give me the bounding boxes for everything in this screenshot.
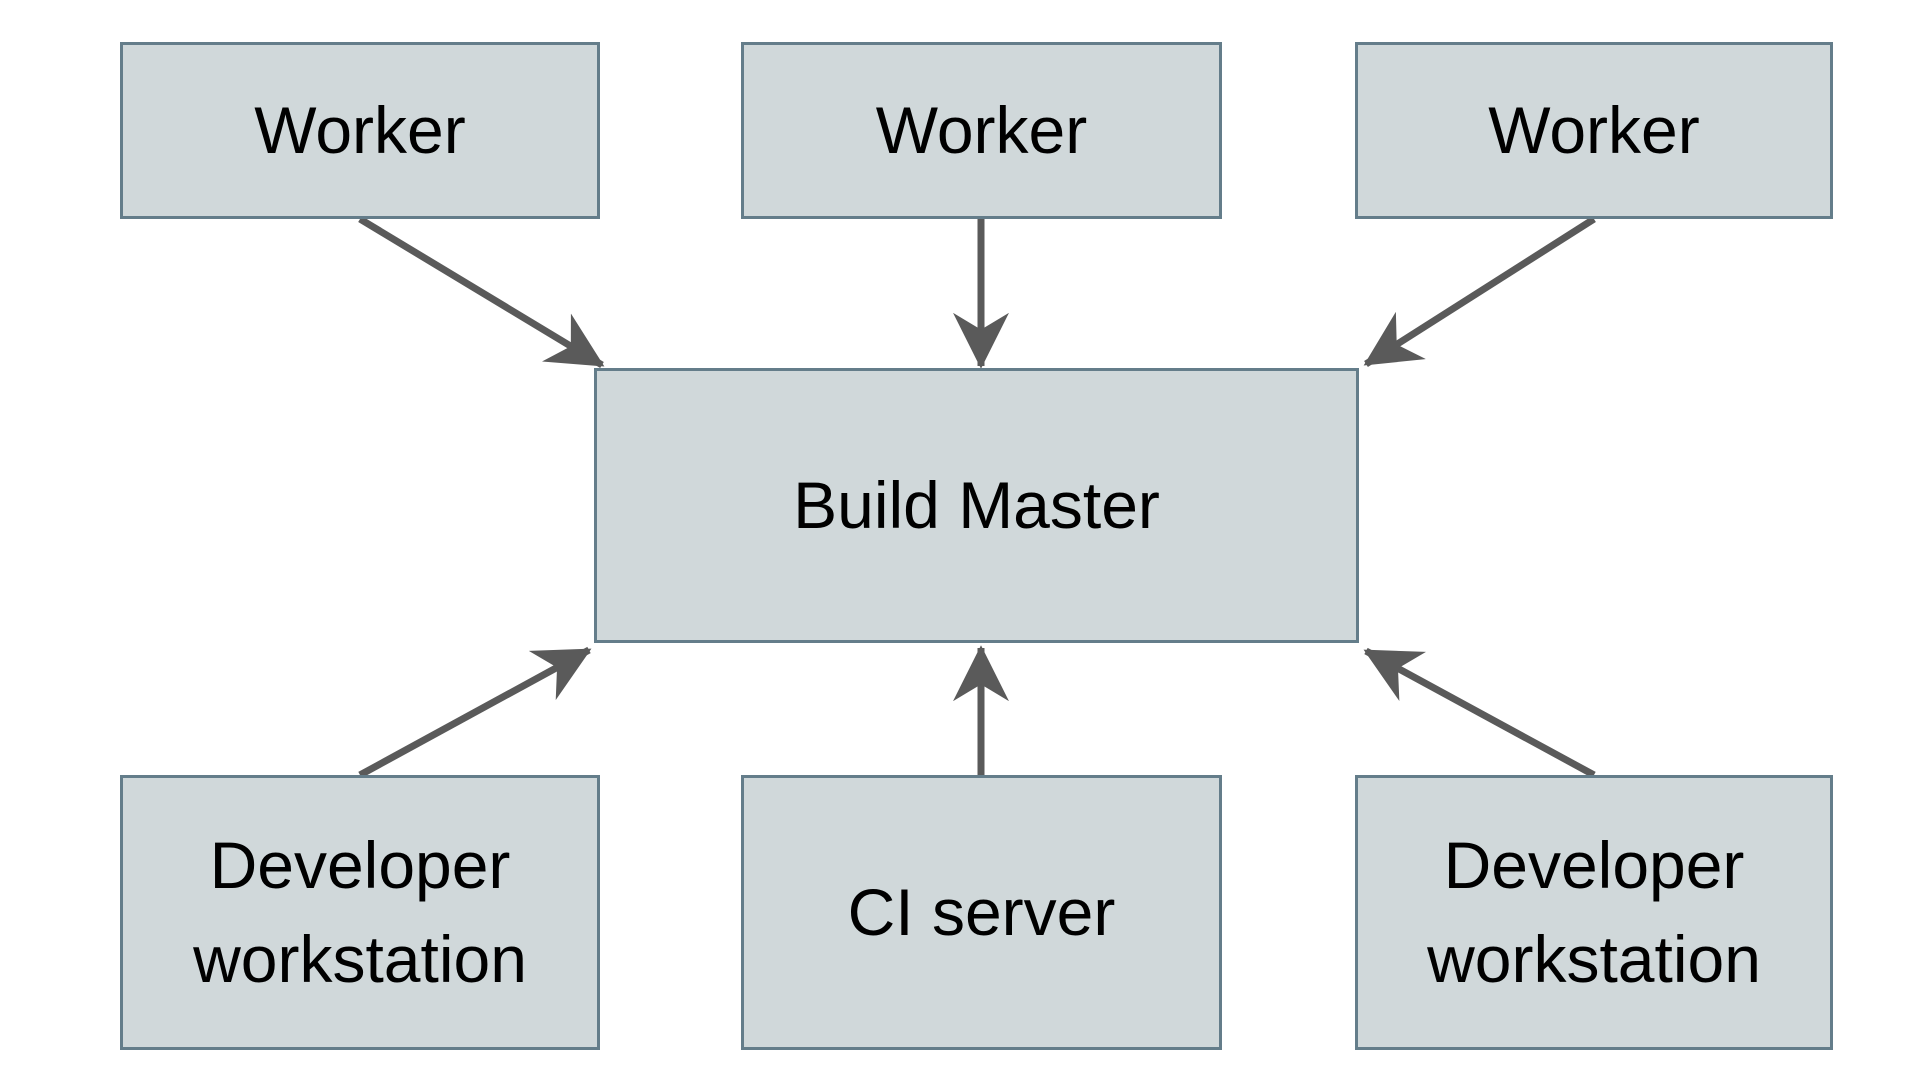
node-developer-workstation-1: Developer workstation	[120, 775, 600, 1050]
edge-worker1-to-build_master-arrow	[358, 216, 605, 368]
node-build-master-label: Build Master	[793, 467, 1160, 542]
node-worker-1: Worker	[120, 42, 600, 219]
node-build-master: Build Master	[594, 368, 1359, 643]
edge-worker3-to-build_master-arrow	[1363, 216, 1596, 367]
node-worker-3-label: Worker	[1488, 92, 1700, 167]
edge-dev2-to-build_master-arrow	[1363, 647, 1596, 779]
node-worker-2: Worker	[741, 42, 1222, 219]
node-developer-workstation-1-label: Developer workstation	[193, 827, 527, 996]
node-worker-2-label: Worker	[875, 92, 1088, 167]
node-ci-server: CI server	[741, 775, 1222, 1050]
node-worker-1-label: Worker	[254, 92, 466, 167]
node-developer-workstation-2-label: Developer workstation	[1427, 827, 1761, 996]
node-developer-workstation-2: Developer workstation	[1355, 775, 1833, 1050]
edge-dev1-to-build_master-arrow	[358, 646, 592, 779]
node-ci-server-label: CI server	[847, 874, 1116, 949]
node-worker-3: Worker	[1355, 42, 1833, 219]
